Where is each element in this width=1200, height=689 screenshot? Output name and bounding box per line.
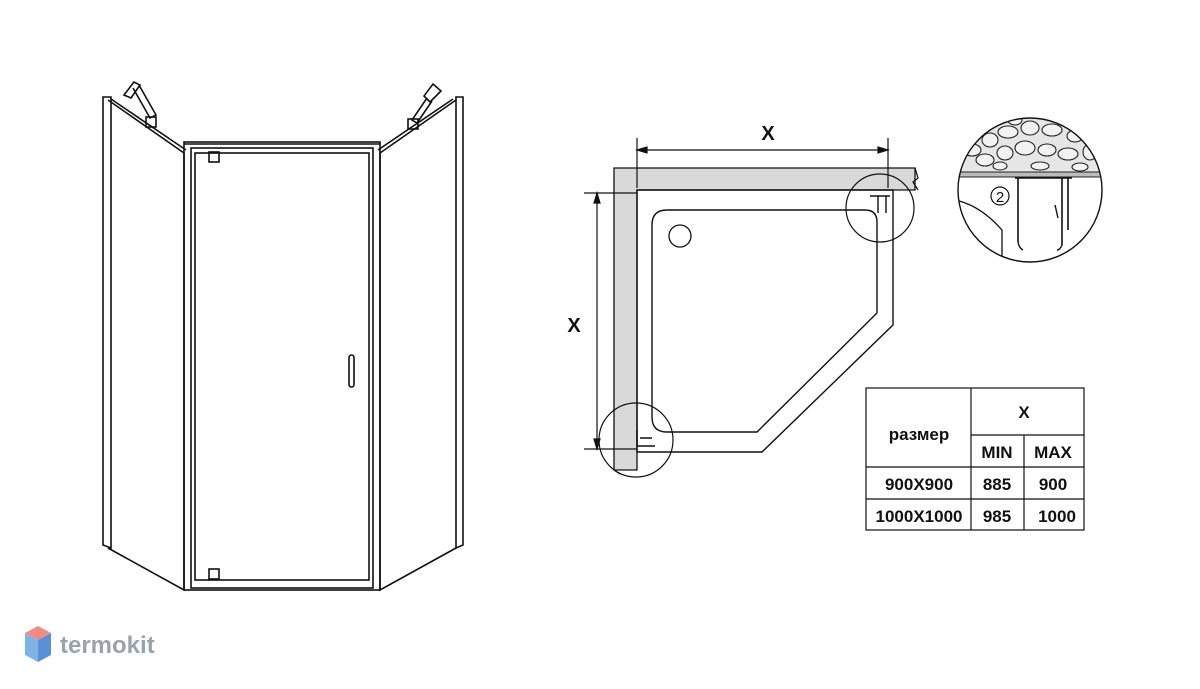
detail-number: 2 [996,189,1004,206]
logo-text: termokit [60,632,155,659]
size-table [865,387,1085,531]
table-cell-size: 900X900 [885,475,953,494]
table-header-size: размер [889,425,950,444]
table-header-max: MAX [1034,443,1072,462]
dimension-line-side [584,190,637,452]
detail-number-badge [990,186,1010,206]
tray-outer-outline [636,189,894,453]
tray-plan-diagram: X X [567,123,919,478]
table-cell-min: 885 [983,475,1011,494]
tray-inner-outline [651,209,878,433]
drain-icon [668,224,692,248]
detail-circle-top [845,173,915,243]
dimension-line-top [634,138,891,188]
table-cell-max: 1000 [1038,507,1076,526]
detail-zoom: 2 [957,117,1103,263]
dimension-label-side: X [567,315,581,337]
table-cell-size: 1000X1000 [876,507,963,526]
table-cell-max: 900 [1039,475,1067,494]
logo: termokit [25,626,155,662]
shower-cabin-illustration [102,80,464,592]
table-header-min: MIN [981,443,1012,462]
table-cell-min: 985 [983,507,1011,526]
table-header-x: X [1018,403,1030,422]
dimension-label-top: X [761,123,775,145]
cube-icon [25,626,51,662]
